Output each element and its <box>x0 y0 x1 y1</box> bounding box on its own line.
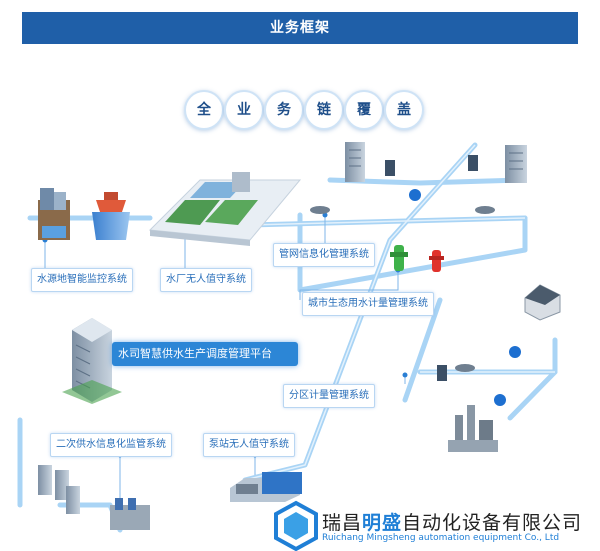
fire-hydrant <box>390 245 444 272</box>
banner-char: 链 <box>304 90 344 130</box>
company-name-part1: 瑞昌 <box>322 512 363 534</box>
banner-char: 盖 <box>384 90 424 130</box>
pressure-sensor <box>310 206 495 372</box>
residential-towers <box>38 465 80 514</box>
platform-building <box>62 318 122 404</box>
city-metering-label: 城市生态用水计量管理系统 <box>302 292 434 316</box>
city-building <box>345 142 527 183</box>
secondary-supply-label: 二次供水信息化监管系统 <box>50 433 172 457</box>
plant-label: 水厂无人值守系统 <box>160 268 252 292</box>
flow-meter <box>385 155 521 406</box>
pump-station-label: 泵站无人值守系统 <box>203 433 295 457</box>
pump-station <box>230 472 302 502</box>
banner-char: 业 <box>224 90 264 130</box>
section-header: 业务框架 <box>22 12 578 44</box>
water-source-facility <box>38 188 70 240</box>
platform-label: 水司智慧供水生产调度管理平台 <box>112 342 298 366</box>
zone-metering-label: 分区计量管理系统 <box>283 384 375 408</box>
banner-char: 覆 <box>344 90 384 130</box>
pump-equipment <box>110 498 150 530</box>
company-name-highlight: 明盛 <box>362 512 403 534</box>
water-source-label: 水源地智能监控系统 <box>31 268 133 292</box>
pipe-network-label: 管网信息化管理系统 <box>273 243 375 267</box>
treatment-plant <box>148 172 302 246</box>
company-logo <box>274 500 318 551</box>
residence-building <box>524 284 561 321</box>
water-tower <box>92 192 130 240</box>
company-name-en: Ruichang Mingsheng automation equipment … <box>322 533 560 543</box>
company-name: 瑞昌明盛自动化设备有限公司 <box>322 508 582 535</box>
banner-char: 务 <box>264 90 304 130</box>
banner-char: 全 <box>184 90 224 130</box>
company-name-part2: 自动化设备有限公司 <box>402 512 583 534</box>
connector-lines <box>44 215 406 500</box>
industrial-plant <box>448 405 498 452</box>
